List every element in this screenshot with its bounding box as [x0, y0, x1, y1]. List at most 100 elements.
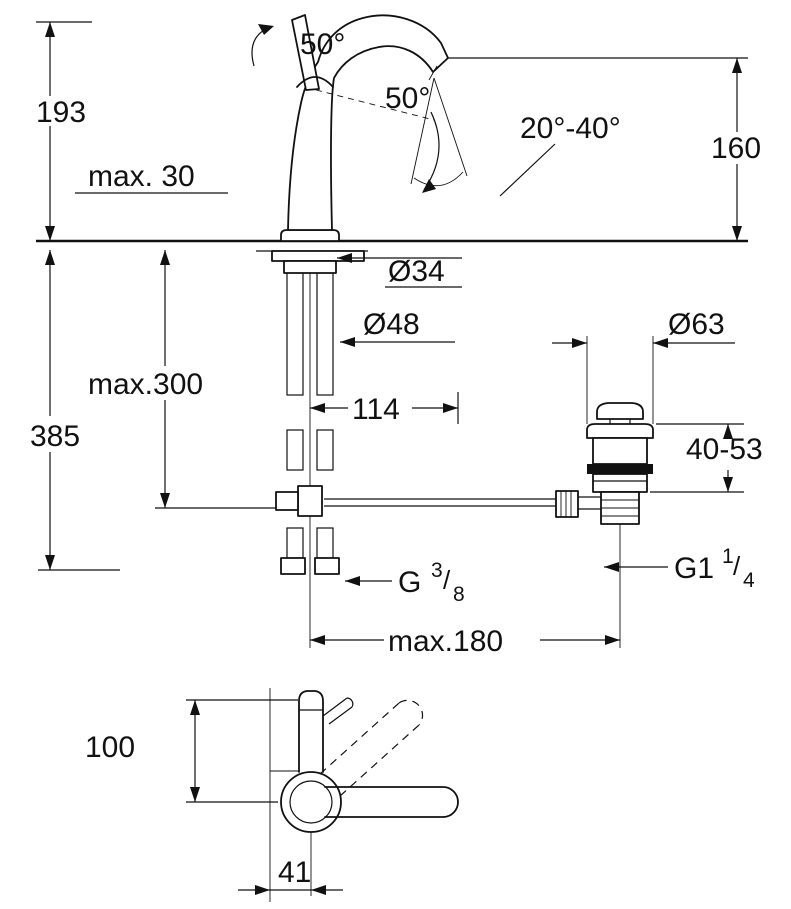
dim-max300-arrow-down: [160, 493, 170, 508]
lever-solid-position: [324, 786, 459, 818]
handle-swing-construction-line: [315, 89, 435, 121]
hose-nut-left: [280, 557, 306, 575]
dim-g38-prefix: G: [398, 566, 421, 599]
dim-114-arrow-left: [310, 403, 325, 413]
dim-g38-arrow: [345, 576, 360, 586]
joystick-top-cap: [346, 697, 354, 708]
dim-dia63-label: Ø63: [668, 308, 725, 341]
waste-upper-body: [592, 437, 648, 465]
dim-41: 41: [238, 856, 343, 895]
dim-100-arrow-down: [190, 787, 200, 802]
dim-40-53: 40-53: [650, 423, 763, 493]
popup-rod-joint: [275, 491, 299, 511]
angle-annotations: 50° 50° 20°-40°: [251, 24, 621, 197]
spray-angle-leader: [499, 143, 556, 197]
hose-nut-right: [314, 557, 340, 575]
dim-g38-numerator: 3: [431, 559, 443, 582]
dim-max30-label: max. 30: [88, 160, 195, 193]
spout-top-outline: [298, 690, 324, 773]
dim-max300: max.300: [88, 250, 290, 509]
dim-385-arrow-down: [45, 555, 55, 570]
dim-dia63-arrow-right: [653, 338, 668, 348]
waste-tailpiece-threads: [601, 499, 639, 517]
dim-g38: G 3 / 8: [345, 559, 465, 606]
faucet-top-outline: [280, 690, 459, 896]
dim-dia48-arrow: [340, 337, 355, 347]
dim-100-label: 100: [85, 731, 135, 764]
lever-rotated-position: [319, 702, 420, 797]
dim-dia48-label: Ø48: [363, 308, 420, 341]
waste-locknut: [592, 473, 648, 493]
dim-385: 385: [30, 250, 120, 571]
popup-horizontal-rod: [324, 498, 556, 507]
dim-g38-slash: /: [443, 565, 451, 595]
dim-g114-prefix: G1: [674, 552, 714, 585]
dim-193-arrow-up: [45, 22, 55, 37]
dim-g114-slash: /: [733, 551, 741, 581]
side-view: 50° 50° 20°-40° 193 max. 30: [36, 14, 761, 252]
spout-outlet-cut: [428, 65, 438, 81]
dim-40-53-label: 40-53: [686, 433, 763, 466]
popup-rod-tee: [297, 485, 323, 517]
top-view: 100 41: [85, 688, 459, 902]
spray-angle-label: 20°-40°: [520, 112, 621, 145]
dim-dia34-label: Ø34: [388, 255, 445, 288]
dim-160: 160: [448, 57, 761, 241]
dim-dia63: Ø63: [552, 308, 735, 424]
dim-g114-numerator: 1: [722, 545, 734, 568]
dim-dia34-arrow: [337, 253, 352, 263]
handle-swing-arrowhead: [422, 179, 436, 193]
popup-knob: [555, 490, 579, 518]
dim-41-arrow-right: [311, 885, 326, 895]
popup-knob-knurl: [560, 491, 572, 517]
waste-plug-dome: [596, 402, 644, 420]
dim-100-arrow-up: [190, 700, 200, 715]
handle-swing-arc: [423, 111, 440, 191]
dim-max180: max.180: [310, 625, 620, 658]
dim-41-label: 41: [278, 856, 311, 889]
dim-40-53-arrow-down: [723, 477, 733, 492]
dim-160-arrow-up: [732, 58, 742, 73]
dim-max30: max. 30: [75, 160, 228, 194]
dim-g114-denominator: 4: [743, 569, 755, 592]
dim-max300-arrow-up: [160, 250, 170, 265]
dim-dia34: Ø34: [337, 253, 462, 288]
dim-g114: G1 1 / 4: [604, 545, 755, 592]
dim-114-label: 114: [352, 393, 400, 426]
installation-view: Ø34 Ø48 max.300 385: [30, 250, 763, 658]
hose-right-middle: [316, 429, 334, 471]
handle-rotation-arc: [251, 26, 271, 67]
dim-114: 114: [310, 392, 459, 426]
dim-dia63-extensions: [586, 336, 654, 424]
dim-193-arrow-down: [45, 226, 55, 241]
handle-rotation-arrowhead: [258, 24, 274, 35]
dim-100-extensions: [186, 699, 298, 803]
joystick-top-outline: [322, 697, 353, 725]
stream-angle-line-max: [433, 77, 468, 177]
handle-swing-angle-label: 50°: [385, 82, 430, 115]
popup-waste-assembly: [555, 402, 654, 648]
dim-dia48: Ø48: [340, 308, 455, 347]
waste-seal-band: [587, 464, 653, 474]
mounting-nut: [283, 260, 337, 274]
hose-right-lower: [316, 527, 334, 559]
body-inner-circle: [289, 780, 333, 824]
stream-angle-arc: [413, 171, 464, 187]
dim-100: 100: [85, 699, 298, 803]
handle-pivot-dome: [296, 76, 334, 88]
dim-385-label: 385: [30, 420, 80, 453]
dim-160-arrow-down: [732, 226, 742, 241]
dim-385-arrow-up: [45, 250, 55, 265]
hose-left-lower: [286, 527, 304, 559]
faucet-base-escutcheon: [280, 229, 340, 242]
lever-rotated-cap: [398, 699, 424, 726]
handle-lever: [291, 14, 320, 91]
dim-dia63-arrow-left: [572, 338, 587, 348]
dim-114-arrow-right: [443, 403, 458, 413]
faucet-body-spout: [287, 14, 449, 231]
dim-max180-label: max.180: [388, 625, 503, 658]
stream-angle-line-min: [410, 77, 435, 185]
dim-41-arrow-left: [255, 885, 270, 895]
